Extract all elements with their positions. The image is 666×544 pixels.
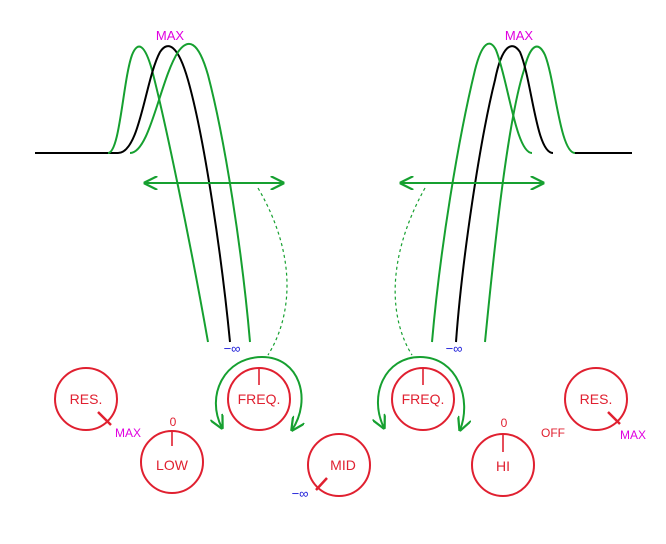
freq-knob-left-label: FREQ. [238, 391, 281, 407]
res-knob-left[interactable]: RES. [54, 367, 118, 431]
freq-knob-right[interactable]: FREQ. [391, 367, 455, 431]
label-off: OFF [541, 426, 565, 440]
low-curve-right-shift [129, 42, 251, 343]
res-knob-right-label: RES. [580, 391, 613, 407]
label-zero-hi: 0 [501, 416, 508, 430]
hi-curve-left-shift [431, 42, 533, 343]
label-max-res-right: MAX [620, 428, 646, 442]
hi-curve-right-shift [484, 45, 576, 343]
rotate-arrows-icon [378, 356, 464, 430]
freq-knob-right-label: FREQ. [402, 391, 445, 407]
leader-line-left [257, 187, 288, 356]
hi-knob-label: HI [496, 458, 510, 474]
label-zero-low: 0 [170, 415, 177, 429]
label-max-left: MAX [156, 28, 185, 43]
mid-knob-label: MID [330, 457, 356, 473]
hi-knob[interactable]: HI [471, 433, 535, 497]
hi-curve-center [455, 45, 554, 343]
mid-knob[interactable]: MID [307, 433, 371, 497]
low-curve-left-shift [107, 45, 209, 343]
leader-line-right [394, 187, 426, 356]
freq-knob-left[interactable]: FREQ. [227, 367, 291, 431]
low-knob-label: LOW [156, 457, 189, 473]
low-curve-center [117, 45, 231, 343]
label-neg-inf-mid: −∞ [292, 486, 309, 501]
label-neg-inf-left: −∞ [224, 341, 241, 356]
res-knob-right[interactable]: RES. [564, 367, 628, 431]
low-knob[interactable]: LOW [140, 430, 204, 494]
res-knob-left-label: RES. [70, 391, 103, 407]
label-max-right: MAX [505, 28, 534, 43]
rotate-arrows-icon [216, 356, 302, 430]
label-neg-inf-right: −∞ [446, 341, 463, 356]
label-max-res-left: MAX [115, 426, 141, 440]
